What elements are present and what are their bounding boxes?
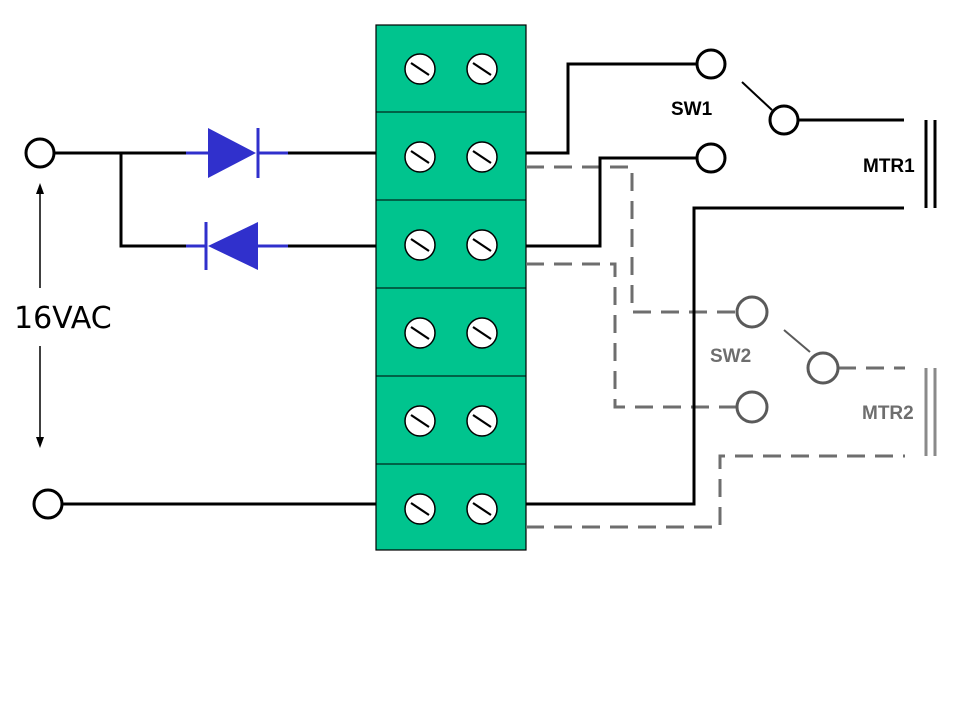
wire-dashed-sw2-top (526, 165, 738, 314)
sw2-terminal-common (806, 351, 840, 385)
terminal-screw (404, 141, 436, 173)
sw1-label: SW1 (671, 99, 713, 120)
sw2-terminal-b (735, 390, 769, 424)
terminal-screw (466, 317, 498, 349)
mtr1-label: MTR1 (863, 156, 915, 177)
wire-diode-branch (119, 153, 186, 248)
terminal-screw (466, 229, 498, 261)
wire-sw1-top (526, 62, 697, 155)
wire-mtr1-return (526, 206, 904, 506)
terminal-screw (404, 229, 436, 261)
sw1-blade (741, 81, 773, 111)
terminal-screw (404, 317, 436, 349)
terminal-screws (404, 53, 498, 525)
terminal-screw (404, 53, 436, 85)
wire-sw1-bottom (526, 156, 697, 248)
sw1-terminal-common (768, 104, 800, 136)
mtr2-symbol (924, 368, 937, 456)
terminal-screw (466, 53, 498, 85)
supply-terminal-top (24, 137, 56, 169)
diode-forward (186, 128, 288, 178)
sw2-terminal-a (735, 295, 769, 329)
diode-reverse (186, 222, 288, 270)
sw2-label: SW2 (710, 346, 751, 367)
mtr1-symbol (924, 120, 937, 208)
sw1-terminal-b (695, 142, 727, 174)
terminal-screw (466, 405, 498, 437)
wire-dashed-sw2-bottom (526, 262, 738, 409)
terminal-block (375, 24, 527, 551)
terminal-screw (404, 493, 436, 525)
sw1-terminal-a (695, 48, 727, 80)
voltage-arrow (36, 183, 44, 448)
supply-terminal-bottom (32, 488, 64, 520)
terminal-screw (466, 141, 498, 173)
supply-voltage-label: 16VAC (14, 301, 112, 336)
terminal-screw (466, 493, 498, 525)
mtr2-label: MTR2 (862, 403, 914, 424)
wire-dashed-mtr2-return (526, 454, 905, 529)
terminal-screw (404, 405, 436, 437)
sw2-blade (783, 329, 811, 353)
